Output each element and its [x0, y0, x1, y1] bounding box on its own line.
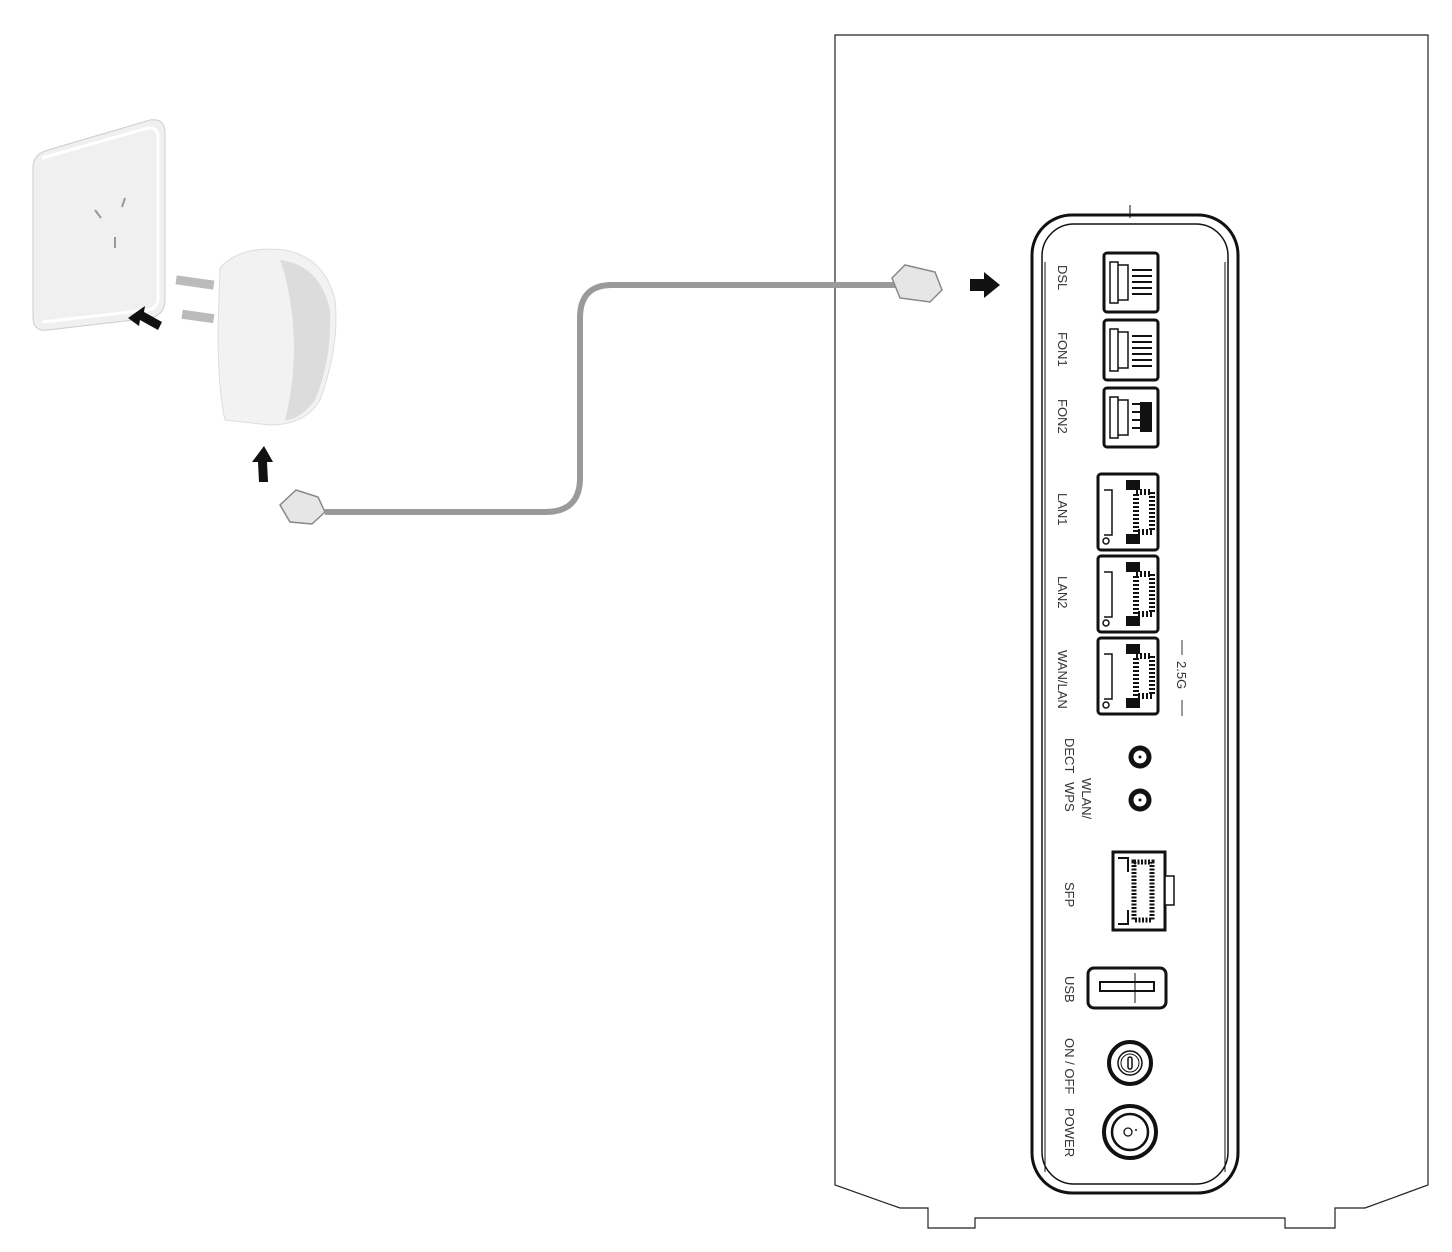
port-fon1[interactable]: [1102, 318, 1160, 382]
wall-socket: [32, 119, 166, 331]
label-usb: USB: [1062, 976, 1077, 1003]
label-lan1: LAN1: [1055, 493, 1070, 526]
dect-button[interactable]: [1128, 745, 1152, 769]
port-wan-lan[interactable]: [1096, 636, 1160, 716]
port-usb[interactable]: [1086, 966, 1168, 1010]
port-fon2[interactable]: [1102, 386, 1160, 449]
label-power: POWER: [1062, 1108, 1077, 1157]
label-fon1: FON1: [1055, 332, 1070, 367]
label-dect: DECT: [1062, 738, 1077, 773]
label-dsl: DSL: [1055, 265, 1070, 290]
power-socket[interactable]: [1102, 1104, 1158, 1160]
rear-panel: [1030, 205, 1240, 1195]
arrow-right-icon: [970, 272, 1000, 298]
arrow-up-into-adapter-icon: [252, 446, 273, 482]
label-lan2: LAN2: [1055, 576, 1070, 609]
label-wlan: WLAN/: [1079, 778, 1094, 820]
port-lan2[interactable]: [1096, 554, 1160, 634]
label-fon2: FON2: [1055, 399, 1070, 434]
label-wan-lan: WAN/LAN: [1055, 650, 1070, 709]
port-dsl[interactable]: [1102, 251, 1160, 314]
cable-connector-left: [279, 489, 326, 525]
cable-connector-right: [891, 264, 943, 303]
label-2-5g: 2.5G: [1174, 661, 1189, 689]
label-wps: WPS: [1062, 782, 1077, 812]
port-labels: DSL FON1 FON2 LAN1 LAN2 WAN/LAN 2.5G DEC…: [1055, 265, 1189, 1157]
label-on-off: ON / OFF: [1062, 1038, 1077, 1094]
arrow-into-socket-icon: [128, 306, 162, 330]
port-lan1[interactable]: [1096, 472, 1160, 552]
on-off-button[interactable]: [1107, 1040, 1153, 1086]
port-sfp[interactable]: [1111, 850, 1175, 932]
wlan-wps-button[interactable]: [1128, 788, 1152, 812]
router-body: [834, 34, 1429, 1229]
label-sfp: SFP: [1062, 882, 1077, 907]
cable: [325, 282, 895, 515]
power-adapter: [175, 248, 337, 426]
